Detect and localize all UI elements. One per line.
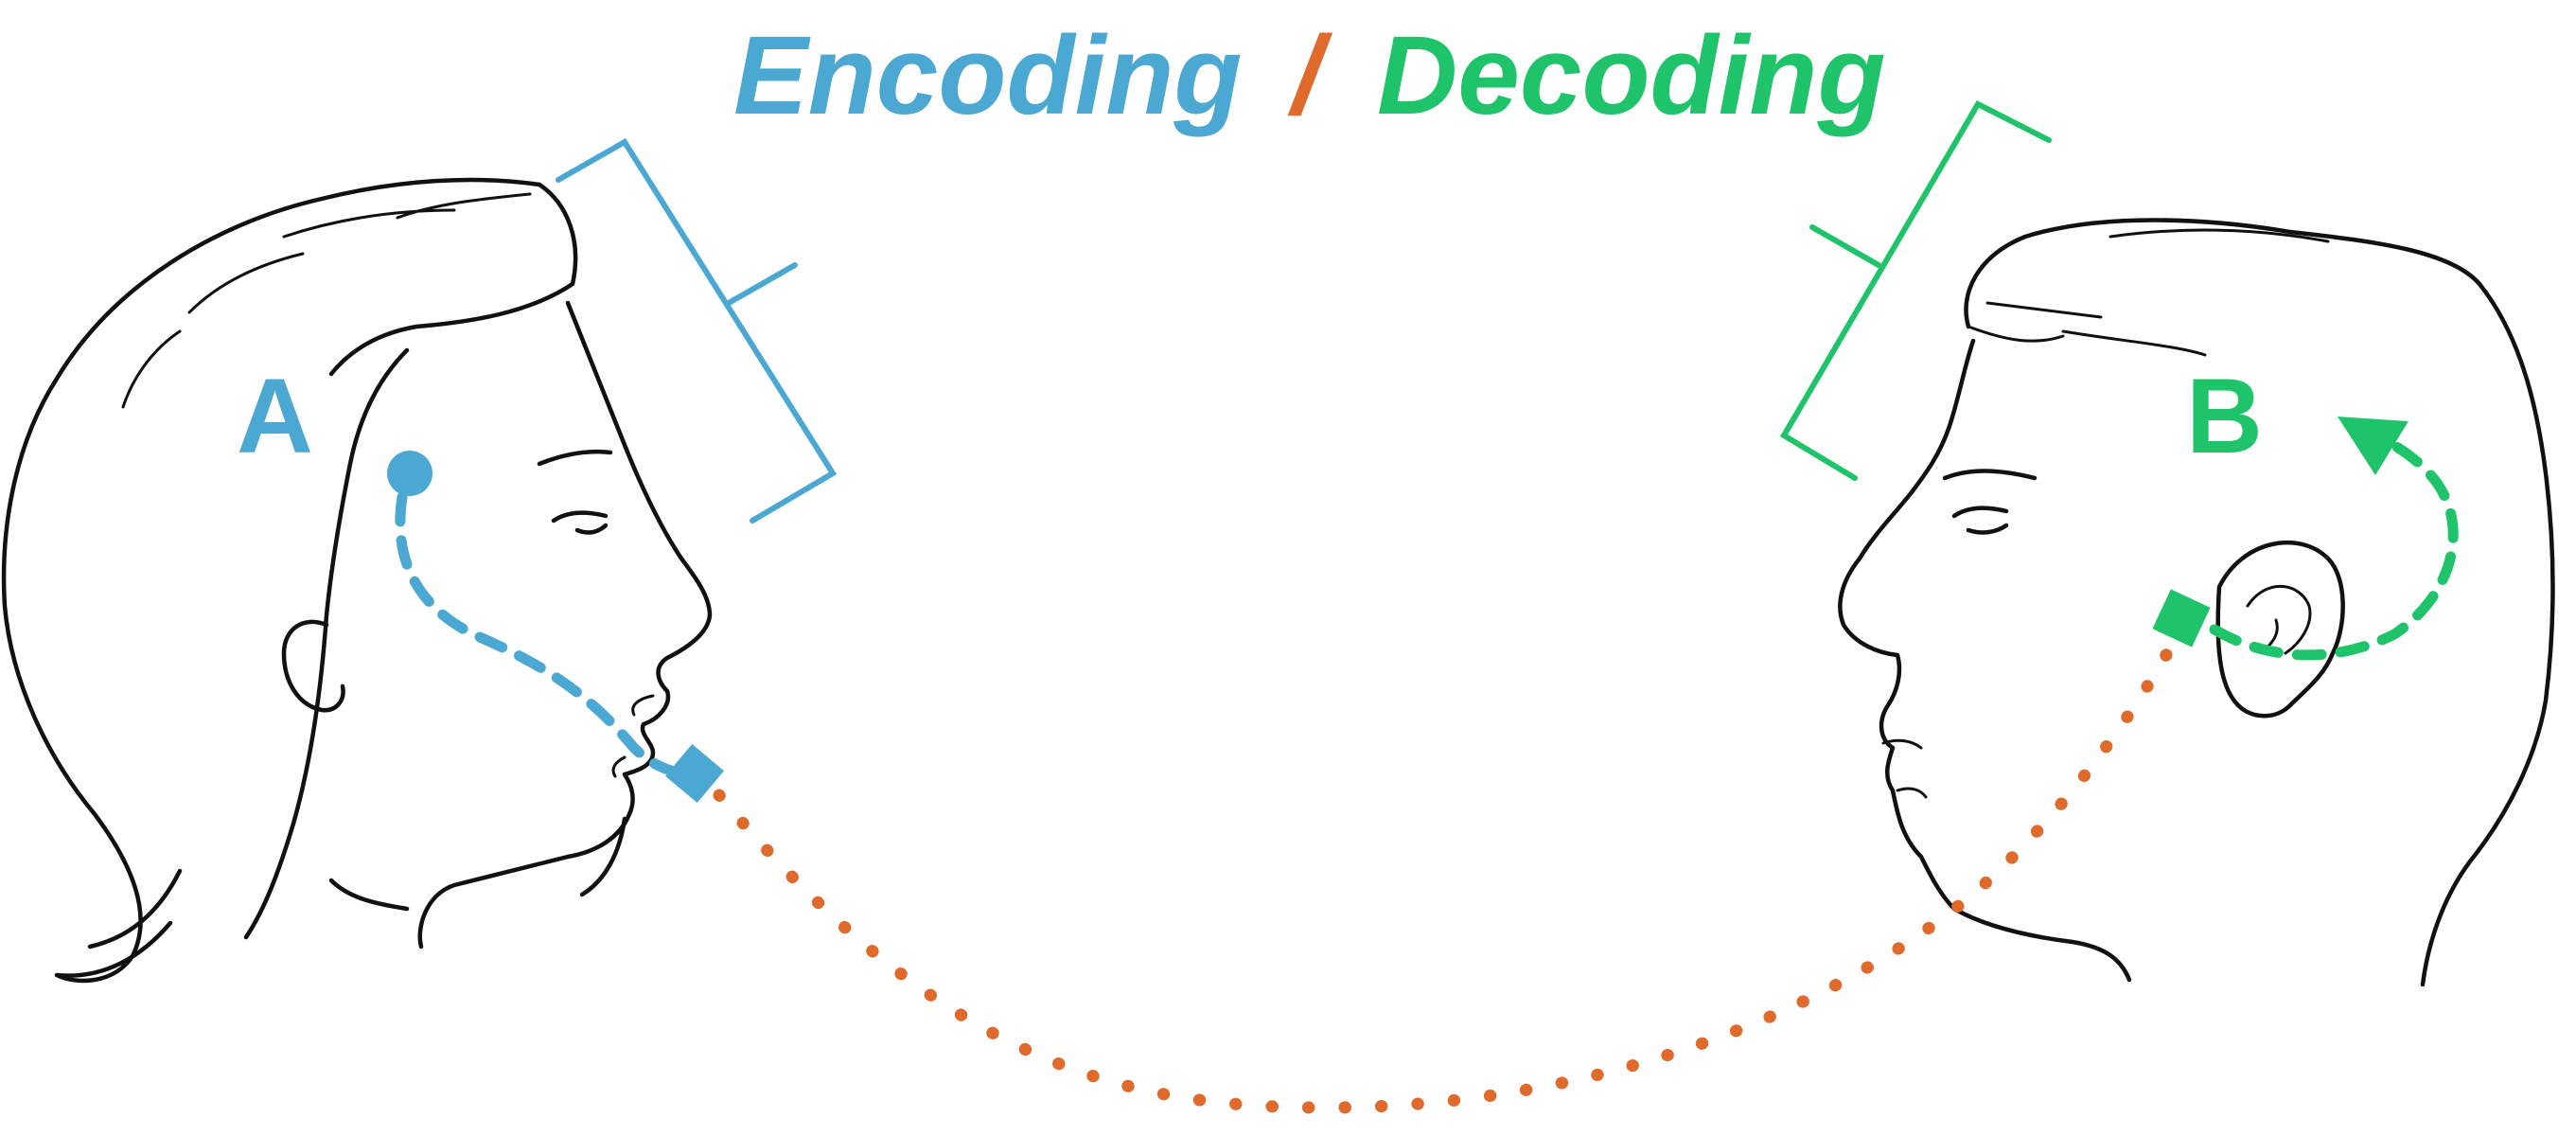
decoding-input-square (2152, 589, 2210, 647)
woman-ear (284, 622, 344, 710)
woman-jaw (331, 819, 625, 909)
channel-dotted-arc (719, 653, 2167, 1108)
speaker-label: A (237, 357, 313, 475)
encoding-bracket (558, 142, 833, 521)
man-eye (1954, 508, 2006, 533)
man-ear (2218, 542, 2343, 716)
encoding-bracket-tick (729, 265, 795, 303)
woman-eyebrow (539, 452, 610, 464)
man-neck (1954, 909, 2129, 980)
man-eyebrow (1945, 471, 2035, 479)
man-hair-texture (1968, 230, 2328, 355)
man-head-outline (1967, 221, 2553, 985)
woman-hair-outline (4, 180, 539, 981)
decoding-bracket (1784, 104, 2049, 478)
listener-label: B (2186, 357, 2263, 475)
woman-hair-top (331, 185, 575, 374)
encoding-path (387, 451, 724, 803)
title-encoding: Encoding (733, 13, 1243, 138)
encoding-bracket-shape (558, 142, 833, 521)
man-face-profile (1840, 341, 1973, 909)
woman-profile-icon (4, 180, 710, 981)
decoding-bracket-tick (1812, 227, 1879, 265)
decoding-bracket-shape (1784, 104, 2049, 478)
woman-hair-strands (123, 194, 530, 407)
title-separator: / (1287, 13, 1333, 138)
title-decoding: Decoding (1377, 13, 1886, 138)
encoding-origin-dot (387, 451, 432, 496)
woman-eye (554, 513, 606, 533)
